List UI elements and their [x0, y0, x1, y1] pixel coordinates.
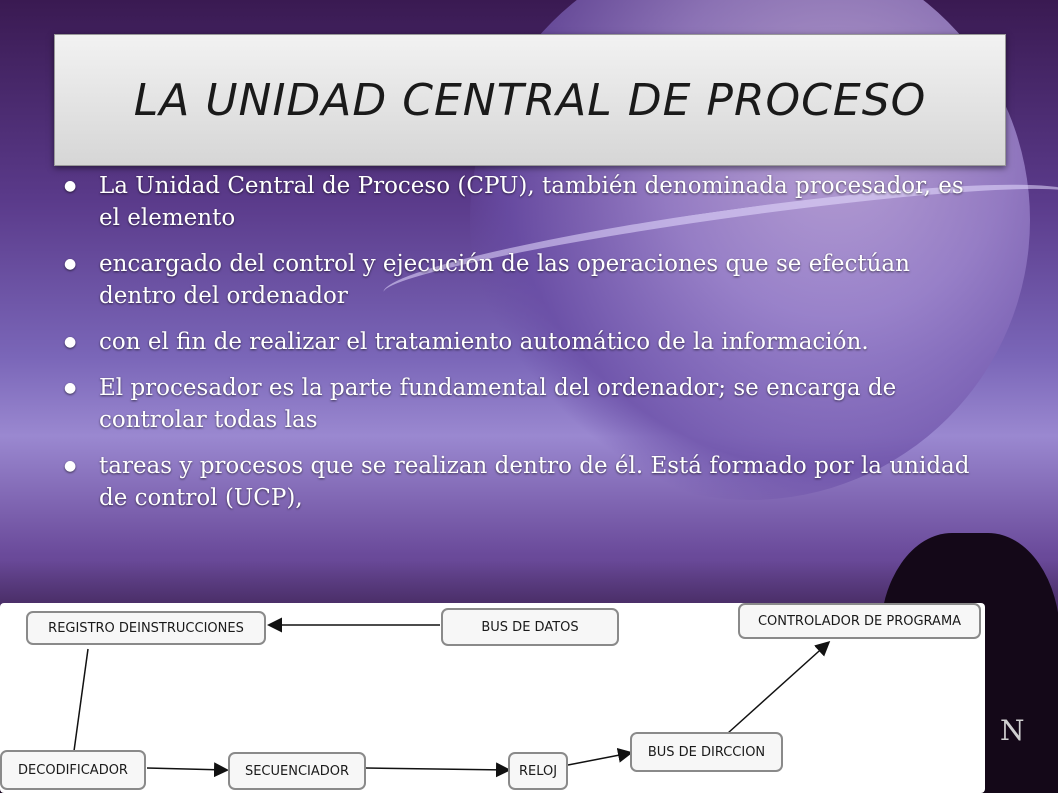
arrow-secuenciador-reloj — [365, 762, 511, 778]
arrow-reloj-busdireccion — [567, 747, 633, 766]
bullet-item: ● La Unidad Central de Proceso (CPU), tam… — [62, 170, 982, 234]
cpu-diagram: REGISTRO DEINSTRUCCIONES BUS DE DATOS CO… — [0, 603, 985, 793]
bullet-text: La Unidad Central de Proceso (CPU), tamb… — [99, 173, 964, 231]
title-box: LA UNIDAD CENTRAL DE PROCESO — [54, 34, 1006, 166]
node-secuenciador: SECUENCIADOR — [228, 752, 366, 790]
diagram-connectors — [73, 617, 831, 778]
bullet-list: ● La Unidad Central de Proceso (CPU), tam… — [62, 170, 982, 528]
bullet-text: con el fin de realizar el tratamiento au… — [99, 329, 869, 355]
arrow-decodificador-secuenciador — [146, 762, 229, 778]
bullet-item: ● tareas y procesos que se realizan dentr… — [62, 450, 982, 514]
bullet-text: encargado del control y ejecución de las… — [99, 251, 910, 309]
bullet-icon: ● — [64, 178, 77, 194]
node-bus-datos: BUS DE DATOS — [441, 608, 619, 646]
corner-logo: N — [1000, 714, 1025, 747]
bullet-icon: ● — [64, 458, 77, 474]
line-registro-decodificador — [73, 648, 89, 752]
arrow-busdireccion-controlador — [727, 640, 831, 734]
slide-title: LA UNIDAD CENTRAL DE PROCESO — [133, 74, 927, 126]
bullet-icon: ● — [64, 334, 77, 350]
bullet-item: ● El procesador es la parte fundamental d… — [62, 372, 982, 436]
bullet-item: ● con el fin de realizar el tratamiento a… — [62, 326, 982, 358]
node-registro-instrucciones: REGISTRO DEINSTRUCCIONES — [26, 611, 266, 645]
bullet-text: El procesador es la parte fundamental de… — [99, 375, 897, 433]
node-reloj: RELOJ — [508, 752, 568, 790]
bullet-icon: ● — [64, 380, 77, 396]
bullet-item: ● encargado del control y ejecución de la… — [62, 248, 982, 312]
bullet-icon: ● — [64, 256, 77, 272]
node-controlador-programa: CONTROLADOR DE PROGRAMA — [738, 603, 981, 639]
node-bus-direccion: BUS DE DIRCCION — [630, 732, 783, 772]
node-decodificador: DECODIFICADOR — [0, 750, 146, 790]
bullet-text: tareas y procesos que se realizan dentro… — [99, 453, 970, 511]
